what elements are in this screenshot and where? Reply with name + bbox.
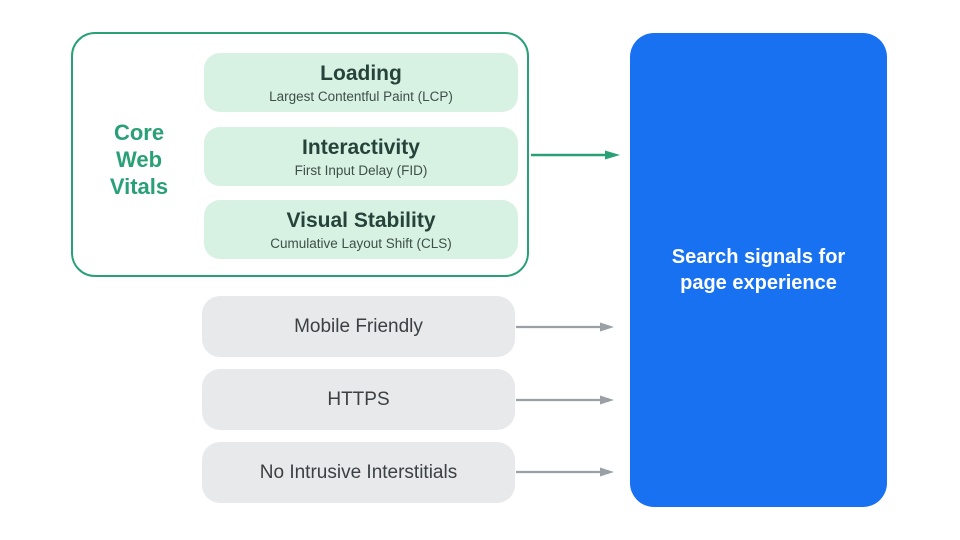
search-signals-result-label: Search signals for page experience — [671, 246, 846, 294]
arrow-core-web-vitals-to-result-icon — [531, 150, 620, 160]
search-signals-result-box: Search signals for page experience — [630, 33, 887, 507]
signal-box-no-intrusive-interstitials: No Intrusive Interstitials — [202, 442, 515, 503]
vital-subtitle-cls: Cumulative Layout Shift (CLS) — [270, 235, 452, 251]
signal-label-no-intrusive-interstitials: No Intrusive Interstitials — [259, 461, 458, 483]
signal-box-mobile-friendly: Mobile Friendly — [202, 296, 515, 357]
core-web-vitals-label: Core Web Vitals — [109, 120, 169, 199]
arrow-no-intrusive-interstitials-to-result-icon — [516, 467, 614, 477]
vital-title-visual-stability: Visual Stability — [286, 208, 436, 232]
vital-box-loading: Loading Largest Contentful Paint (LCP) — [204, 53, 518, 112]
vital-subtitle-fid: First Input Delay (FID) — [294, 162, 428, 178]
signal-label-https: HTTPS — [327, 388, 390, 410]
vital-title-loading: Loading — [320, 61, 402, 85]
arrow-mobile-friendly-to-result-icon — [516, 322, 614, 332]
core-web-vitals-group: Core Web Vitals Loading Largest Contentf… — [71, 32, 529, 277]
vital-box-interactivity: Interactivity First Input Delay (FID) — [204, 127, 518, 186]
vital-box-visual-stability: Visual Stability Cumulative Layout Shift… — [204, 200, 518, 259]
arrow-https-to-result-icon — [516, 395, 614, 405]
signal-label-mobile-friendly: Mobile Friendly — [294, 315, 423, 337]
vital-subtitle-lcp: Largest Contentful Paint (LCP) — [269, 88, 453, 104]
vital-title-interactivity: Interactivity — [302, 135, 420, 159]
signal-box-https: HTTPS — [202, 369, 515, 430]
